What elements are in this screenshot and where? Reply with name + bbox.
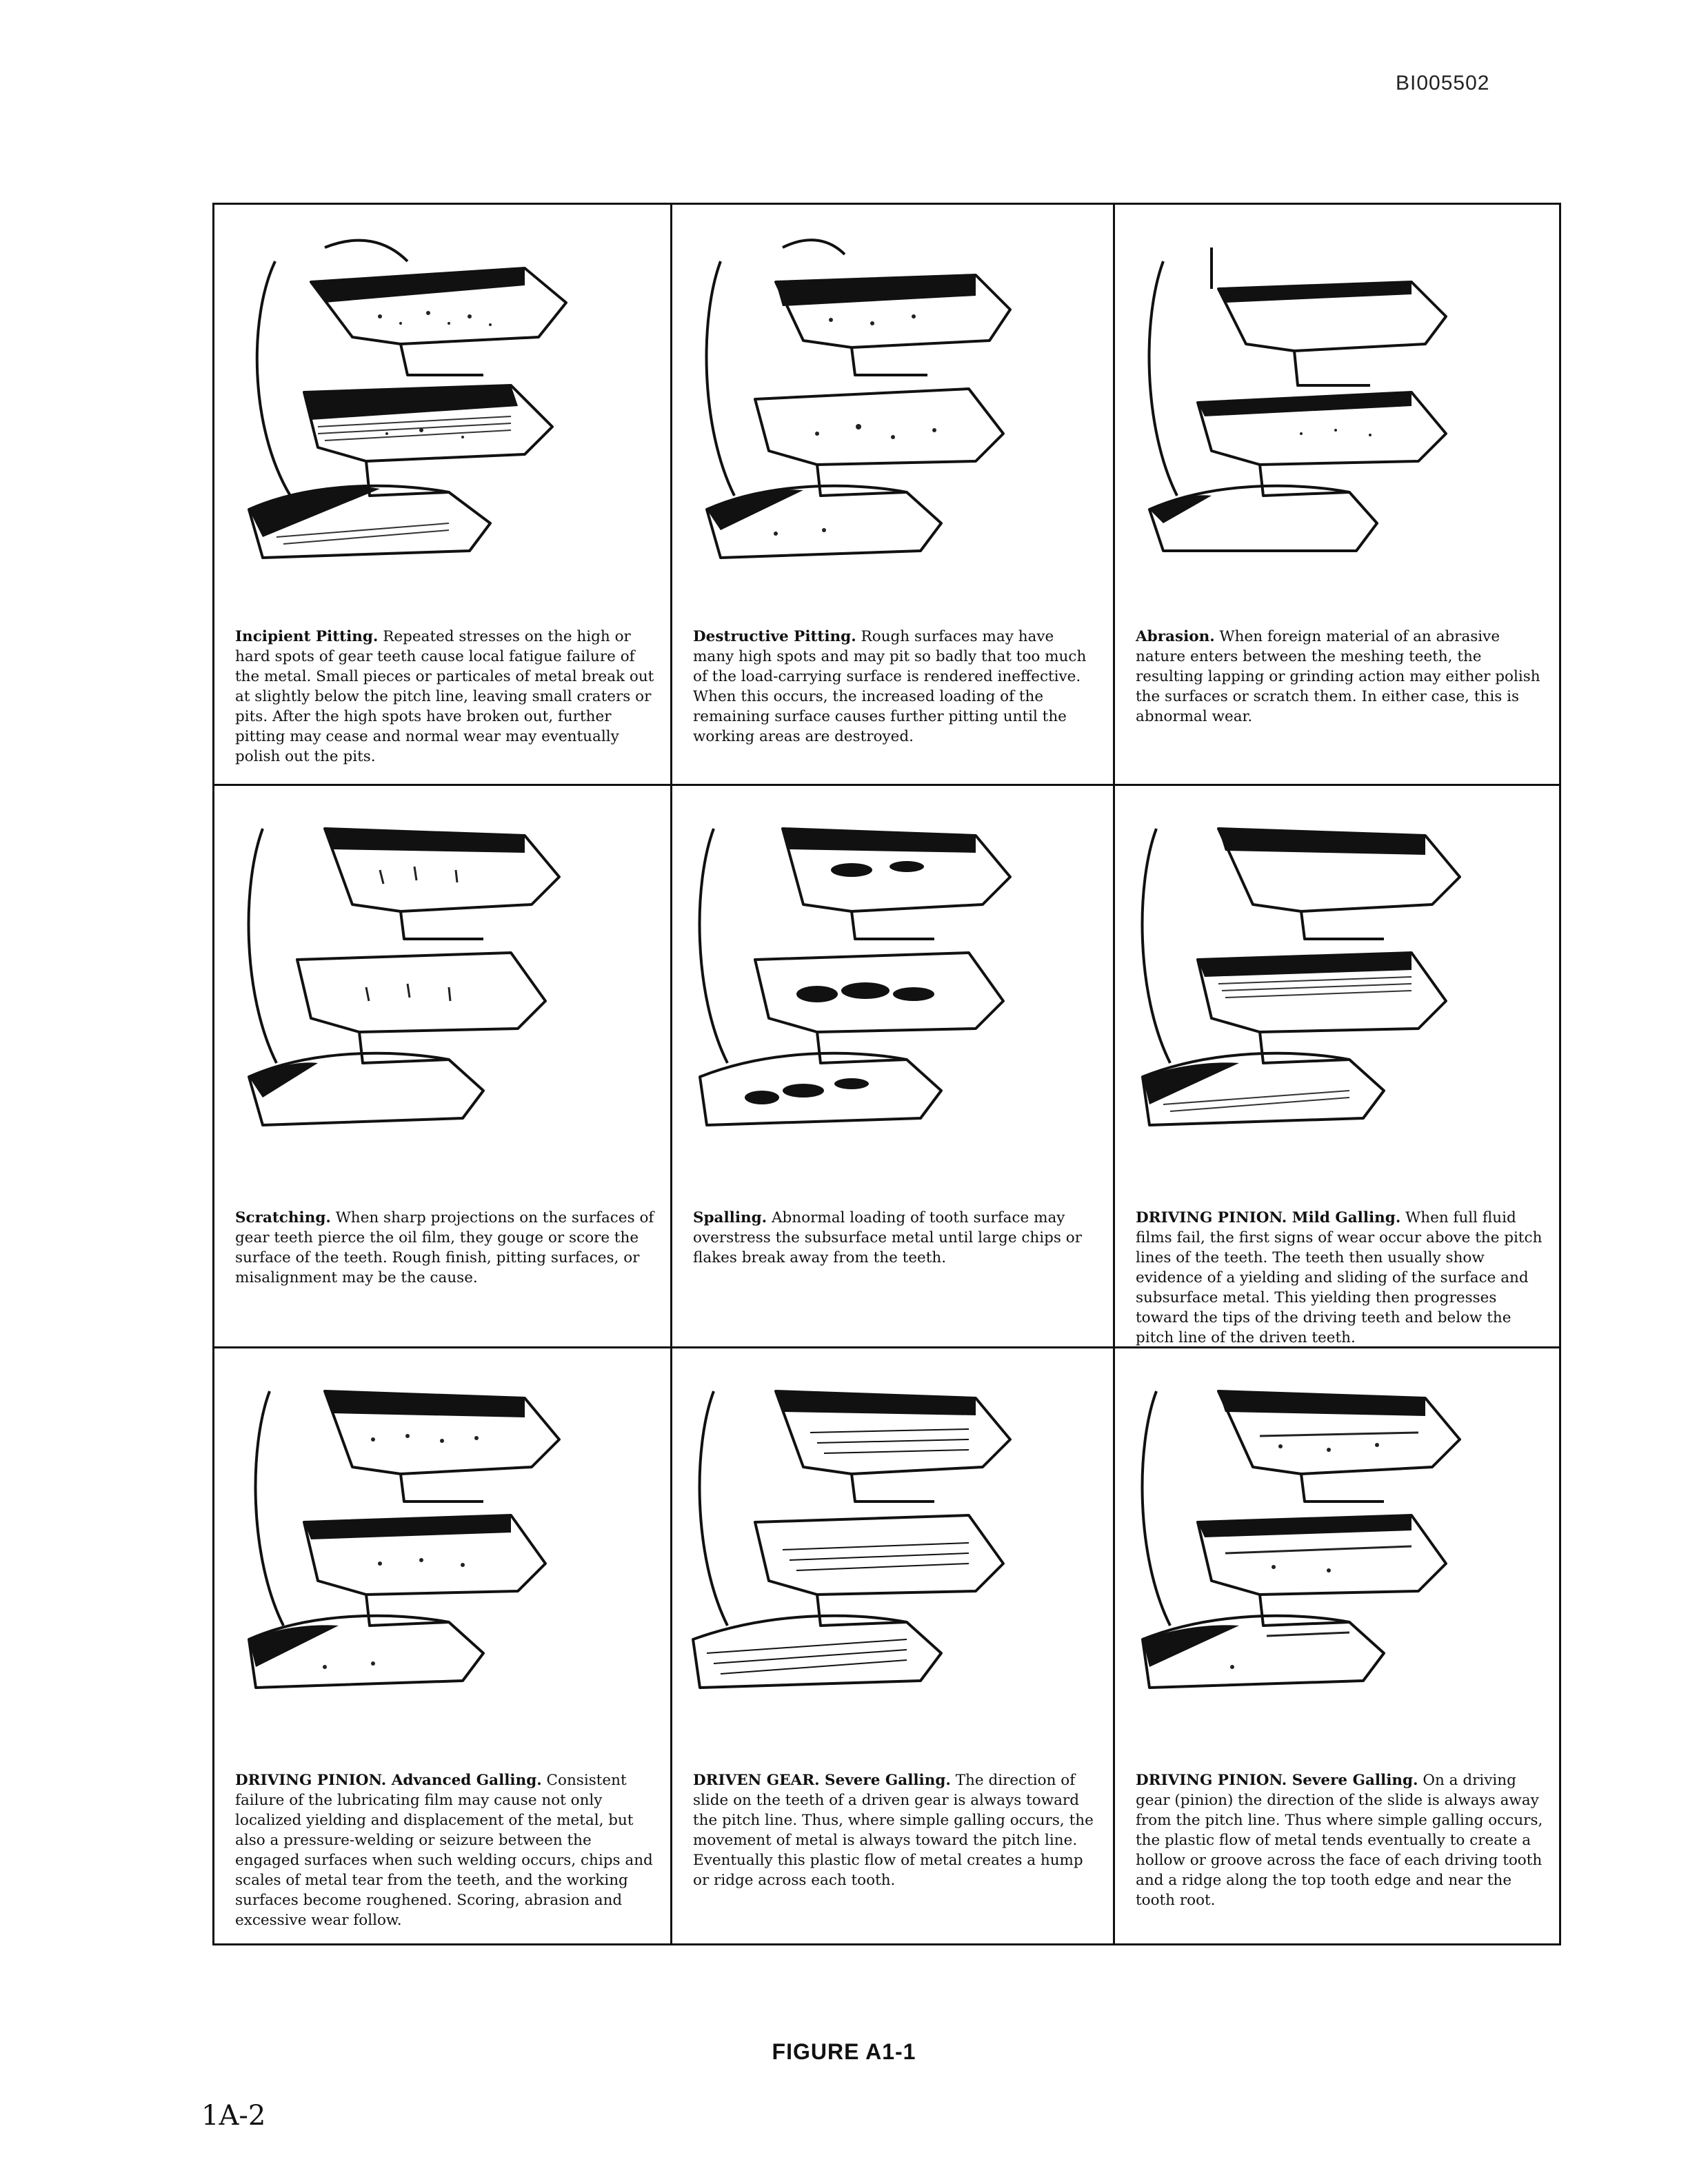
caption-spalling: Spalling. Abnormal loading of tooth surf…: [693, 1208, 1098, 1268]
caption-title: DRIVEN GEAR. Severe Galling.: [693, 1772, 951, 1789]
caption-text: Consistent failure of the lubricating fi…: [235, 1772, 653, 1929]
panel-abrasion: Abrasion. When foreign material of an ab…: [1115, 205, 1559, 786]
panel-driving-pinion-severe-galling: DRIVING PINION. Severe Galling. On a dri…: [1115, 1348, 1559, 1943]
caption-title: Scratching.: [235, 1209, 331, 1226]
gear-tooth-illustration-destructive-pitting: [705, 239, 1012, 559]
gear-tooth-illustration-driven-severe-galling: [692, 1390, 1012, 1689]
caption-title: DRIVING PINION. Advanced Galling.: [235, 1772, 542, 1789]
figure-label: FIGURE A1-1: [772, 2039, 916, 2064]
caption-incipient-pitting: Incipient Pitting. Repeated stresses on …: [235, 627, 655, 767]
caption-text: On a driving gear (pinion) the direction…: [1136, 1772, 1543, 1909]
gear-tooth-illustration-driving-severe-galling: [1141, 1390, 1461, 1689]
panel-driven-gear-severe-galling: DRIVEN GEAR. Severe Galling. The directi…: [672, 1348, 1115, 1943]
caption-text: When foreign material of an abrasive nat…: [1136, 628, 1540, 725]
caption-mild-galling: DRIVING PINION. Mild Galling. When full …: [1136, 1208, 1544, 1348]
gear-tooth-illustration-advanced-galling: [248, 1390, 561, 1689]
panel-driving-pinion-advanced-galling: DRIVING PINION. Advanced Galling. Consis…: [214, 1348, 672, 1943]
panel-driving-pinion-mild-galling: DRIVING PINION. Mild Galling. When full …: [1115, 786, 1559, 1348]
figure-grid: Incipient Pitting. Repeated stresses on …: [214, 205, 1559, 1943]
caption-scratching: Scratching. When sharp projections on th…: [235, 1208, 655, 1288]
caption-driven-severe-galling: DRIVEN GEAR. Severe Galling. The directi…: [693, 1770, 1098, 1890]
gear-tooth-illustration-incipient-pitting: [248, 239, 567, 559]
caption-advanced-galling: DRIVING PINION. Advanced Galling. Consis…: [235, 1770, 655, 1930]
caption-text: Rough surfaces may have many high spots …: [693, 628, 1087, 745]
caption-title: Abrasion.: [1136, 628, 1215, 645]
caption-title: DRIVING PINION. Mild Galling.: [1136, 1209, 1401, 1226]
caption-title: Destructive Pitting.: [693, 628, 856, 645]
caption-destructive-pitting: Destructive Pitting. Rough surfaces may …: [693, 627, 1098, 747]
panel-spalling: Spalling. Abnormal loading of tooth surf…: [672, 786, 1115, 1348]
figure-frame: Incipient Pitting. Repeated stresses on …: [212, 203, 1561, 1945]
caption-title: Incipient Pitting.: [235, 628, 379, 645]
caption-text: When sharp projections on the surfaces o…: [235, 1209, 654, 1286]
caption-driving-severe-galling: DRIVING PINION. Severe Galling. On a dri…: [1136, 1770, 1544, 1910]
gear-tooth-illustration-spalling: [698, 827, 1012, 1126]
caption-abrasion: Abrasion. When foreign material of an ab…: [1136, 627, 1544, 727]
caption-text: Repeated stresses on the high or hard sp…: [235, 628, 654, 765]
gear-tooth-illustration-mild-galling: [1141, 827, 1461, 1126]
caption-text: The direction of slide on the teeth of a…: [693, 1772, 1094, 1889]
document-id: BI005502: [1396, 72, 1490, 94]
caption-title: DRIVING PINION. Severe Galling.: [1136, 1772, 1418, 1789]
panel-incipient-pitting: Incipient Pitting. Repeated stresses on …: [214, 205, 672, 786]
caption-text: Abnormal loading of tooth surface may ov…: [693, 1209, 1082, 1266]
panel-scratching: Scratching. When sharp projections on th…: [214, 786, 672, 1348]
panel-destructive-pitting: Destructive Pitting. Rough surfaces may …: [672, 205, 1115, 786]
gear-tooth-illustration-abrasion: [1147, 247, 1447, 552]
page-number: 1A-2: [201, 2100, 266, 2132]
caption-text: When full fluid films fail, the first si…: [1136, 1209, 1543, 1346]
caption-title: Spalling.: [693, 1209, 767, 1226]
gear-tooth-illustration-scratching: [247, 827, 561, 1126]
